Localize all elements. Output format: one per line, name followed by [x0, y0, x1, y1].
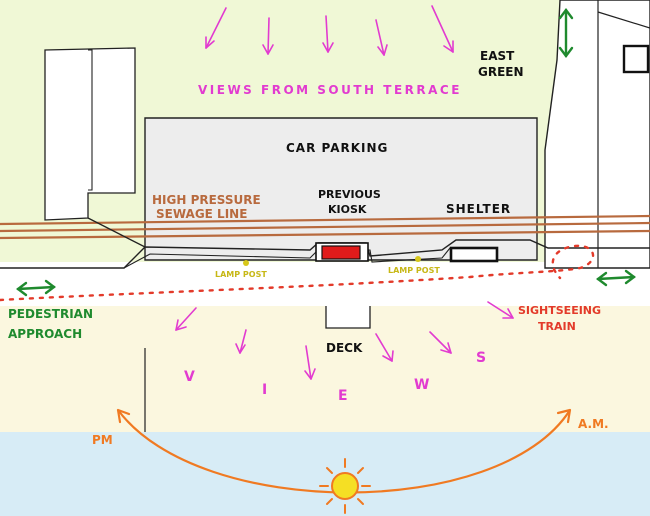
sightseeing-label-line1: SIGHTSEEING — [518, 304, 601, 317]
arrow-icon — [175, 307, 197, 331]
am-label: A.M. — [578, 417, 609, 431]
shelter-label: SHELTER — [446, 202, 511, 216]
road-curb — [597, 11, 650, 29]
arrow-icon — [375, 19, 388, 56]
arrow-icon — [205, 7, 227, 49]
arrow-icon — [322, 15, 334, 53]
views-arrows-top — [205, 5, 454, 56]
east-green-label-line1: EAST — [480, 49, 515, 63]
high-pressure-label-line1: HIGH PRESSURE — [152, 193, 261, 207]
sun-path-arrowhead-right — [556, 408, 572, 424]
shelter — [449, 246, 499, 263]
lamp-post-left-marker — [243, 260, 249, 266]
views-arrows-bottom — [175, 301, 514, 380]
views-letter-w: W — [414, 377, 429, 393]
pm-label: PM — [92, 433, 113, 447]
lamp-post-left-label: LAMP POST — [215, 270, 267, 279]
views-letter-e: E — [338, 388, 348, 404]
previous-kiosk-label-line2: KIOSK — [328, 203, 367, 216]
arrow-icon — [429, 331, 452, 354]
diagonal-path — [87, 217, 146, 248]
views-south-terrace-label: VIEWS FROM SOUTH TERRACE — [198, 83, 462, 97]
train-route — [0, 244, 595, 302]
arrow-icon — [431, 5, 454, 53]
east-green-label-line2: GREEN — [478, 65, 524, 79]
sightseeing-label-line2: TRAIN — [538, 320, 576, 333]
deck-label: DECK — [326, 341, 363, 355]
previous-kiosk — [321, 245, 361, 260]
promenade — [0, 262, 650, 310]
double-arrow-icon — [558, 8, 574, 58]
beach — [0, 306, 650, 434]
left-building-wall — [88, 49, 93, 191]
sewage-line — [0, 214, 650, 240]
arrow-icon — [375, 333, 394, 362]
high-pressure-label-line2: SEWAGE LINE — [156, 207, 247, 221]
car-parking-label: CAR PARKING — [286, 141, 388, 155]
lamp-post-right-marker — [415, 256, 421, 262]
lamp-post-right-label: LAMP POST — [388, 266, 440, 275]
road-building — [622, 44, 650, 74]
previous-kiosk-label-line1: PREVIOUS — [318, 188, 381, 201]
arrow-icon — [487, 301, 514, 319]
arrow-icon — [262, 17, 274, 55]
left-building — [44, 47, 136, 221]
double-arrow-icon — [596, 269, 636, 287]
pedestrian-label-line2: APPROACH — [8, 327, 82, 341]
double-arrow-icon — [16, 279, 56, 297]
deck — [325, 306, 371, 329]
sea — [0, 432, 650, 516]
arrow-icon — [304, 345, 316, 380]
sun-icon — [319, 458, 371, 514]
pedestrian-label-line1: PEDESTRIAN — [8, 307, 93, 321]
arrow-icon — [235, 329, 247, 354]
views-letter-s: S — [476, 350, 486, 366]
views-letter-v: V — [184, 369, 195, 385]
views-letter-i: I — [262, 382, 267, 398]
sun-path-arrowhead-left — [116, 408, 131, 424]
